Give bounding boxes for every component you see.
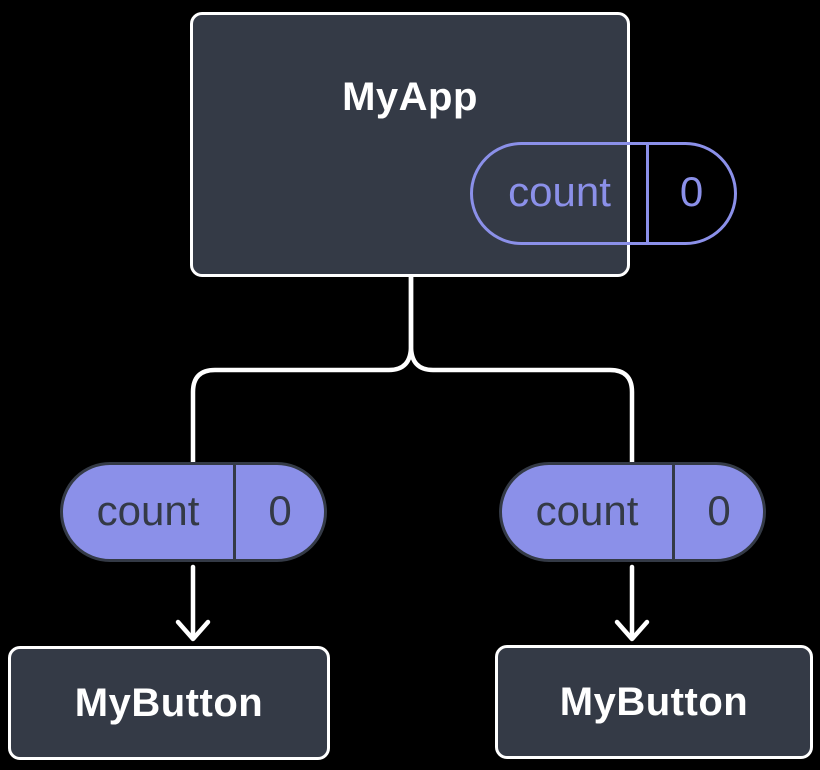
prop-pill-right: count 0 xyxy=(499,462,766,562)
pill-divider xyxy=(672,465,675,559)
down-arrow-left xyxy=(175,564,211,642)
down-arrow-right xyxy=(614,564,650,642)
state-pill: count 0 xyxy=(470,142,737,245)
connector-root-to-left-pill xyxy=(190,274,414,465)
state-pill-label: count xyxy=(508,168,611,215)
node-title: MyApp xyxy=(342,75,478,119)
prop-pill-value: 0 xyxy=(707,486,731,534)
prop-pill-value: 0 xyxy=(268,486,292,534)
prop-pill-label: count xyxy=(535,486,639,534)
pill-divider xyxy=(646,145,649,242)
node-title: MyButton xyxy=(74,681,264,725)
mybutton-node-left: MyButton xyxy=(8,646,330,760)
arrow-head-icon xyxy=(614,619,650,642)
prop-pill-left: count 0 xyxy=(60,462,327,562)
mybutton-node-right: MyButton xyxy=(495,645,813,759)
prop-pill-label: count xyxy=(96,486,200,534)
state-pill-value: 0 xyxy=(679,168,704,215)
node-title: MyButton xyxy=(559,680,749,724)
myapp-node: MyApp count 0 xyxy=(190,12,737,277)
arrow-head-icon xyxy=(175,619,211,642)
pill-divider xyxy=(233,465,236,559)
connector-root-to-right-pill xyxy=(408,274,635,465)
